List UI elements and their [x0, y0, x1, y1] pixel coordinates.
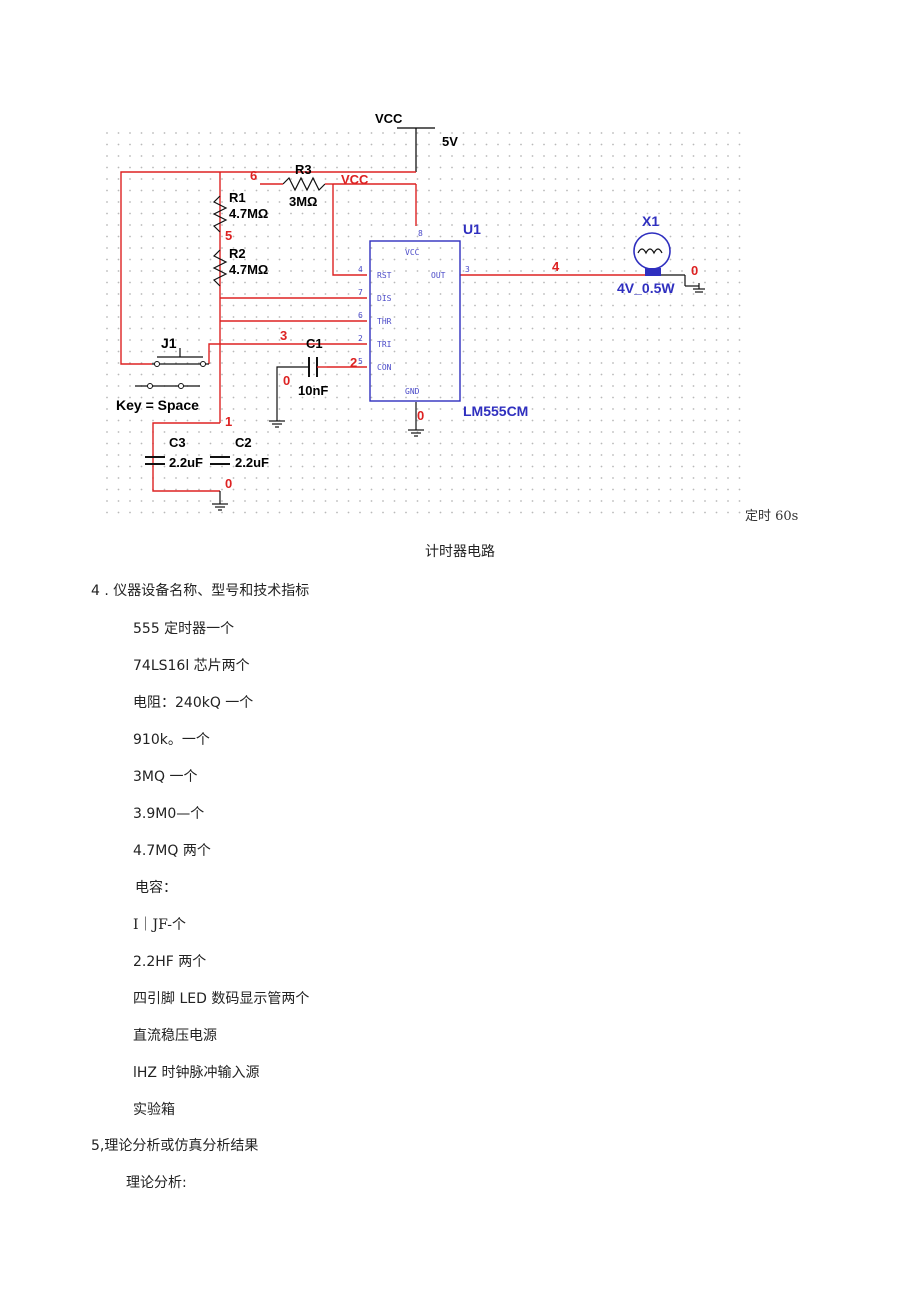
j1-switch: J1 Key = Space — [116, 335, 209, 413]
pin-rst-label: RST — [377, 271, 392, 280]
c2-c3-capacitors: C3 2.2uF C2 2.2uF — [145, 435, 269, 470]
timer-circuit-schematic: VCC 5V R3 3MΩ R1 4.7MΩ R2 — [105, 108, 805, 528]
c3-name: C3 — [169, 435, 186, 450]
equipment-item: lHZ 时钟脉冲输入源 — [133, 1065, 260, 1081]
equipment-item: I｜JF-个 — [133, 917, 186, 933]
pin-tri-label: TRI — [377, 340, 392, 349]
equipment-item: 3MQ 一个 — [133, 769, 198, 785]
net-6: 6 — [250, 168, 257, 183]
equipment-item: 直流稳压电源 — [133, 1028, 217, 1044]
x1-lamp: X1 4V_0.5W — [617, 213, 686, 296]
net-2: 2 — [350, 355, 357, 370]
vcc-supply: VCC 5V — [375, 111, 458, 172]
u1-name: U1 — [463, 221, 481, 237]
net-0-c1: 0 — [283, 373, 290, 388]
vcc-label: VCC — [375, 111, 403, 126]
pin-8-number: 8 — [418, 229, 423, 238]
red-wires — [120, 171, 625, 492]
c2-name: C2 — [235, 435, 252, 450]
pin-2-number: 2 — [358, 334, 363, 343]
u1-part: LM555CM — [463, 403, 528, 419]
equipment-item: 555 定时器一个 — [133, 621, 235, 637]
vcc-value: 5V — [442, 134, 458, 149]
r3-value: 3MΩ — [289, 194, 317, 209]
j1-key: Key = Space — [116, 397, 199, 413]
equipment-item: 74LS16l 芯片两个 — [133, 658, 250, 674]
net-4: 4 — [552, 259, 560, 274]
net-0-gnd: 0 — [417, 408, 424, 423]
r1-name: R1 — [229, 190, 246, 205]
c2-value: 2.2uF — [235, 455, 269, 470]
x1-name: X1 — [642, 213, 659, 229]
pin-gnd-label: GND — [405, 387, 420, 396]
r2-name: R2 — [229, 246, 246, 261]
equipment-item: 四引脚 LED 数码显示管两个 — [133, 991, 310, 1007]
pin-6-number: 6 — [358, 311, 363, 320]
black-wires — [219, 285, 699, 504]
pin-vcc-label: VCC — [405, 248, 420, 257]
theory-analysis-label: 理论分析: — [126, 1175, 187, 1191]
equipment-item: 3.9M0—个 — [133, 806, 205, 822]
net-0-lamp: 0 — [691, 263, 698, 278]
section-4-heading: 4 . 仪器设备名称、型号和技术指标 — [91, 583, 310, 599]
r2-value: 4.7MΩ — [229, 262, 268, 277]
timer-note: 定时 60s — [745, 509, 798, 524]
figure-caption: 计时器电路 — [425, 544, 495, 560]
net-5: 5 — [225, 228, 232, 243]
c3-value: 2.2uF — [169, 455, 203, 470]
equipment-item: 电阻：240kQ 一个 — [133, 695, 254, 711]
net-vcc: VCC — [341, 172, 369, 187]
pin-4-number: 4 — [358, 265, 363, 274]
pin-con-label: CON — [377, 363, 392, 372]
lm555-chip: VCC RST OUT DIS THR TRI CON GND 8 4 7 6 … — [358, 221, 528, 419]
pin-thr-label: THR — [377, 317, 392, 326]
equipment-item: 实验箱 — [133, 1102, 175, 1118]
r1-value: 4.7MΩ — [229, 206, 268, 221]
equipment-item: 2.2HF 两个 — [133, 954, 207, 970]
r1-resistor: R1 4.7MΩ — [212, 190, 268, 233]
j1-name: J1 — [161, 335, 177, 351]
c1-name: C1 — [306, 336, 323, 351]
pin-dis-label: DIS — [377, 294, 392, 303]
net-1: 1 — [225, 414, 232, 429]
net-0-caps: 0 — [225, 476, 232, 491]
c1-value: 10nF — [298, 383, 328, 398]
grid-background — [105, 128, 745, 520]
equipment-item: 4.7MQ 两个 — [133, 843, 211, 859]
x1-value: 4V_0.5W — [617, 280, 675, 296]
section-5-heading: 5,理论分析或仿真分析结果 — [91, 1138, 259, 1154]
r3-name: R3 — [295, 162, 312, 177]
equipment-item: 910k。一个 — [133, 732, 210, 748]
pin-5-number: 5 — [358, 357, 363, 366]
ground-symbols — [212, 283, 705, 511]
net-3: 3 — [280, 328, 287, 343]
pin-out-label: OUT — [431, 271, 446, 280]
r3-resistor: R3 3MΩ — [260, 162, 333, 209]
equipment-item: 电容： — [135, 880, 177, 896]
r2-resistor: R2 4.7MΩ — [212, 246, 268, 287]
pin-7-number: 7 — [358, 288, 363, 297]
pin-3-number: 3 — [465, 265, 470, 274]
c1-capacitor: C1 10nF — [298, 336, 328, 398]
net-labels: 6 VCC 5 3 4 2 0 0 1 0 0 — [225, 168, 698, 491]
